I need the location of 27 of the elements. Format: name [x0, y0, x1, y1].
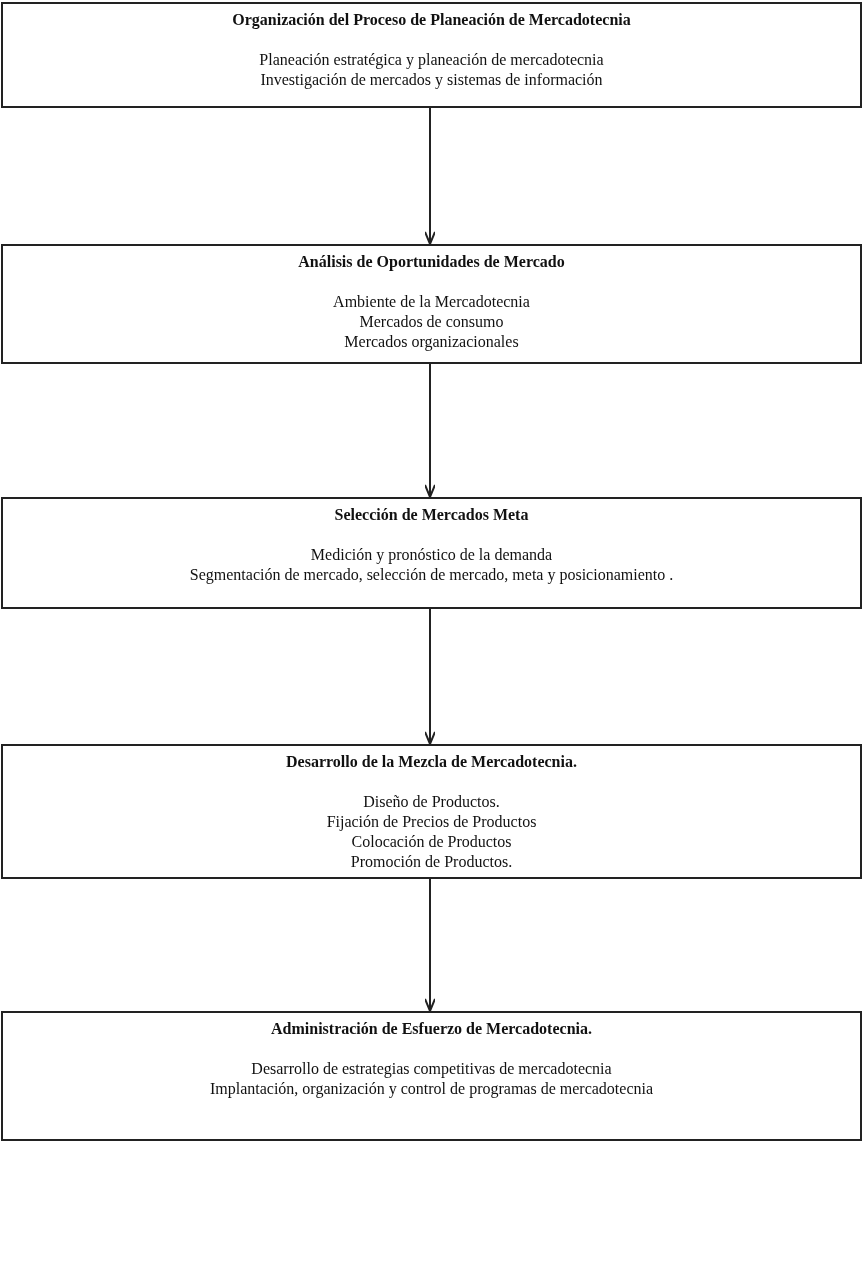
box-text: Desarrollo de estrategias competitivas de mercadotecnia	[251, 1059, 612, 1079]
box-text: Medición y pronóstico de la demanda	[310, 545, 553, 565]
arrow	[424, 878, 436, 1012]
box-text: Mercados organizacionales	[344, 332, 519, 352]
box-text: Implantación, organización y control de programas de mercadotecnia	[209, 1079, 654, 1099]
box-heading: Administración de Esfuerzo de Mercadotecnia.	[271, 1019, 592, 1039]
box-text: Segmentación de mercado, selección de mercado, meta y posicionamiento .	[189, 565, 674, 585]
box-text: Fijación de Precios de Productos	[326, 812, 537, 832]
box-text: Colocación de Productos	[351, 832, 512, 852]
process-box	[1, 244, 862, 364]
box-text: Mercados de consumo	[359, 312, 504, 332]
box-heading: Selección de Mercados Meta	[334, 505, 529, 525]
process-box	[1, 497, 862, 609]
box-text: Investigación de mercados y sistemas de información	[260, 70, 603, 90]
process-box	[1, 744, 862, 879]
arrow	[424, 608, 436, 745]
arrow	[424, 107, 436, 245]
box-text: Promoción de Productos.	[350, 852, 513, 872]
box-heading: Análisis de Oportunidades de Mercado	[298, 252, 565, 272]
process-box	[1, 1011, 862, 1141]
box-text: Planeación estratégica y planeación de mercadotecnia	[259, 50, 604, 70]
box-heading: Organización del Proceso de Planeación de Mercadotecnia	[232, 10, 631, 30]
box-text: Ambiente de la Mercadotecnia	[333, 292, 530, 312]
arrow	[424, 363, 436, 498]
process-box	[1, 2, 862, 108]
box-text: Diseño de Productos.	[363, 792, 500, 812]
box-heading: Desarrollo de la Mezcla de Mercadotecnia.	[286, 752, 577, 772]
